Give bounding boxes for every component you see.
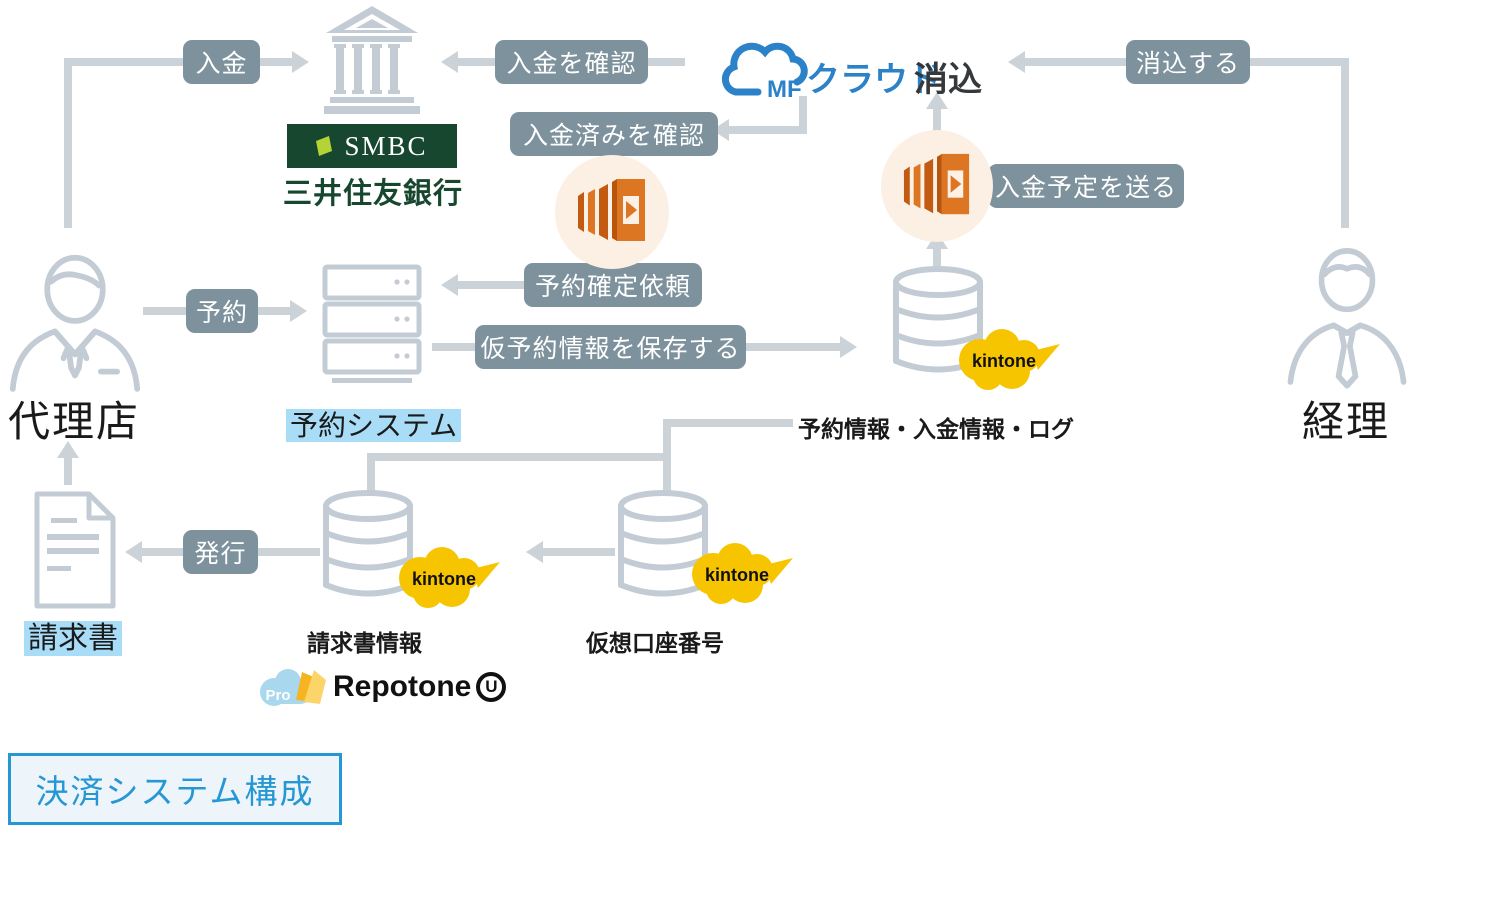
agency-person-icon — [9, 254, 141, 392]
bank-name: 三井住友銀行 — [283, 178, 464, 210]
invoice-db-label: 請求書情報 — [307, 630, 422, 656]
arrowhead-to-server — [290, 300, 307, 322]
page-title: 決済システム構成 — [35, 773, 315, 810]
flow-label-text: 入金予定を送る — [994, 174, 1177, 202]
flow-label-text: 仮予約情報を保存する — [480, 335, 741, 363]
arrowhead-db2-from-db3 — [526, 541, 543, 563]
flow-label-nyukin: 入金 — [183, 40, 260, 84]
line-mf-elbow-vert — [799, 96, 807, 134]
arrowhead-up-agency — [57, 441, 79, 458]
line-keshikomi-to-mf — [1024, 58, 1128, 66]
line-lambda2-to-mf — [933, 106, 941, 132]
flow-label-keshikomi-suru: 消込する — [1126, 40, 1250, 84]
reservation-db-label: 予約情報・入金情報・ログ — [798, 416, 1074, 442]
smbc-logo: SMBC — [287, 124, 457, 168]
repotone-pro-text: Pro — [265, 687, 290, 704]
flow-label-text: 予約確定依頼 — [534, 273, 691, 301]
lambda1-circle — [555, 155, 669, 269]
flow-label-text: 入金 — [195, 50, 248, 78]
flow-label-nyukinzumi: 入金済みを確認 — [510, 112, 718, 156]
kintone-badge: kintone — [950, 326, 1068, 399]
flow-label-yoyaku: 予約 — [186, 289, 258, 333]
agency-label: 代理店 — [8, 398, 141, 445]
arrowhead-server-from-kakutei — [441, 274, 458, 296]
mf-cloud-word: クラウド — [806, 61, 942, 99]
line-agency-to-nyukin — [64, 58, 183, 66]
arrowhead-to-bank — [292, 51, 309, 73]
virtual-account-db-icon — [618, 490, 708, 597]
mf-cloud-icon: MF — [721, 42, 808, 100]
lambda-icon — [903, 153, 970, 215]
line-dbtree-horiz-low — [367, 453, 671, 461]
line-kakutei-to-server — [457, 281, 524, 289]
flow-label-kari-yoyaku: 仮予約情報を保存する — [475, 325, 746, 369]
flow-label-hakkou: 発行 — [183, 530, 258, 574]
highlight: 請求書 — [24, 621, 122, 656]
line-kari-to-db — [746, 343, 842, 351]
line-dbtree-vert-left — [367, 453, 375, 492]
flow-label-yoyaku-kakutei: 予約確定依頼 — [524, 263, 702, 307]
line-db-to-lambda2 — [933, 246, 941, 272]
arrowhead-invoice-from-hakkou — [125, 541, 142, 563]
invoice-document-icon — [34, 491, 116, 609]
flow-label-text: 入金を確認 — [506, 50, 637, 78]
flow-label-nyukin-kakunin: 入金を確認 — [495, 40, 648, 84]
line-agency-up — [64, 58, 72, 228]
reservation-system-label: 予約システム — [286, 404, 462, 444]
accounting-label: 経理 — [1302, 398, 1391, 445]
kintone-badge-text: kintone — [705, 565, 769, 585]
highlight: 予約システム — [286, 409, 462, 442]
flow-label-text: 予約 — [195, 299, 248, 327]
line-invoice-to-agency — [64, 453, 72, 485]
line-yoyaku-to-server — [258, 307, 292, 315]
kintone-badge: kintone — [390, 544, 508, 617]
line-db2-to-hakkou — [258, 548, 320, 556]
flow-label-text: 入金済みを確認 — [522, 122, 705, 150]
bank-icon — [324, 6, 420, 114]
repotone-logo: Pro Repotone U — [256, 662, 507, 712]
line-hakkou-to-invoice — [141, 548, 183, 556]
line-mf-elbow-horiz — [727, 126, 807, 134]
arrowhead-up-mf — [926, 92, 948, 109]
repotone-cloud-icon: Pro — [260, 669, 326, 706]
lambda-icon — [578, 179, 645, 241]
line-agency-to-yoyaku — [143, 307, 186, 315]
repotone-u-badge: U — [476, 672, 507, 702]
repotone-name: Repotone — [333, 670, 472, 703]
reservation-server-icon — [322, 264, 422, 383]
line-confirm-to-bank — [457, 58, 495, 66]
arrowhead-bank-from-confirm — [441, 51, 458, 73]
kintone-badge: kintone — [683, 540, 801, 613]
line-db3-to-db2 — [542, 548, 615, 556]
line-accounting-horiz — [1250, 58, 1349, 66]
title-box: 決済システム構成 — [8, 753, 342, 825]
line-accounting-up — [1341, 58, 1349, 228]
kintone-badge-text: kintone — [972, 351, 1036, 371]
line-dbtree-horiz-top — [663, 419, 793, 427]
line-nyukin-to-bank — [260, 58, 294, 66]
arrowhead-to-kintone-db — [840, 336, 857, 358]
lambda2-circle — [881, 130, 993, 242]
smbc-mark-icon — [316, 136, 333, 156]
accounting-person-icon — [1287, 248, 1407, 389]
virtual-account-db-label: 仮想口座番号 — [586, 630, 724, 656]
flow-label-nyukin-yotei: 入金予定を送る — [988, 164, 1184, 208]
flow-label-text: 消込する — [1135, 50, 1240, 78]
line-confirm-stub — [648, 58, 685, 66]
smbc-logo-text: SMBC — [344, 130, 428, 161]
invoice-label: 請求書 — [24, 613, 122, 657]
flow-label-text: 発行 — [194, 540, 247, 568]
mf-keshikomi-word: 消込 — [914, 61, 982, 99]
line-server-to-kari — [432, 343, 475, 351]
kintone-badge-text: kintone — [412, 569, 476, 589]
arrowhead-mf-from-keshikomi — [1008, 51, 1025, 73]
mf-logo-text: MF — [767, 76, 802, 100]
